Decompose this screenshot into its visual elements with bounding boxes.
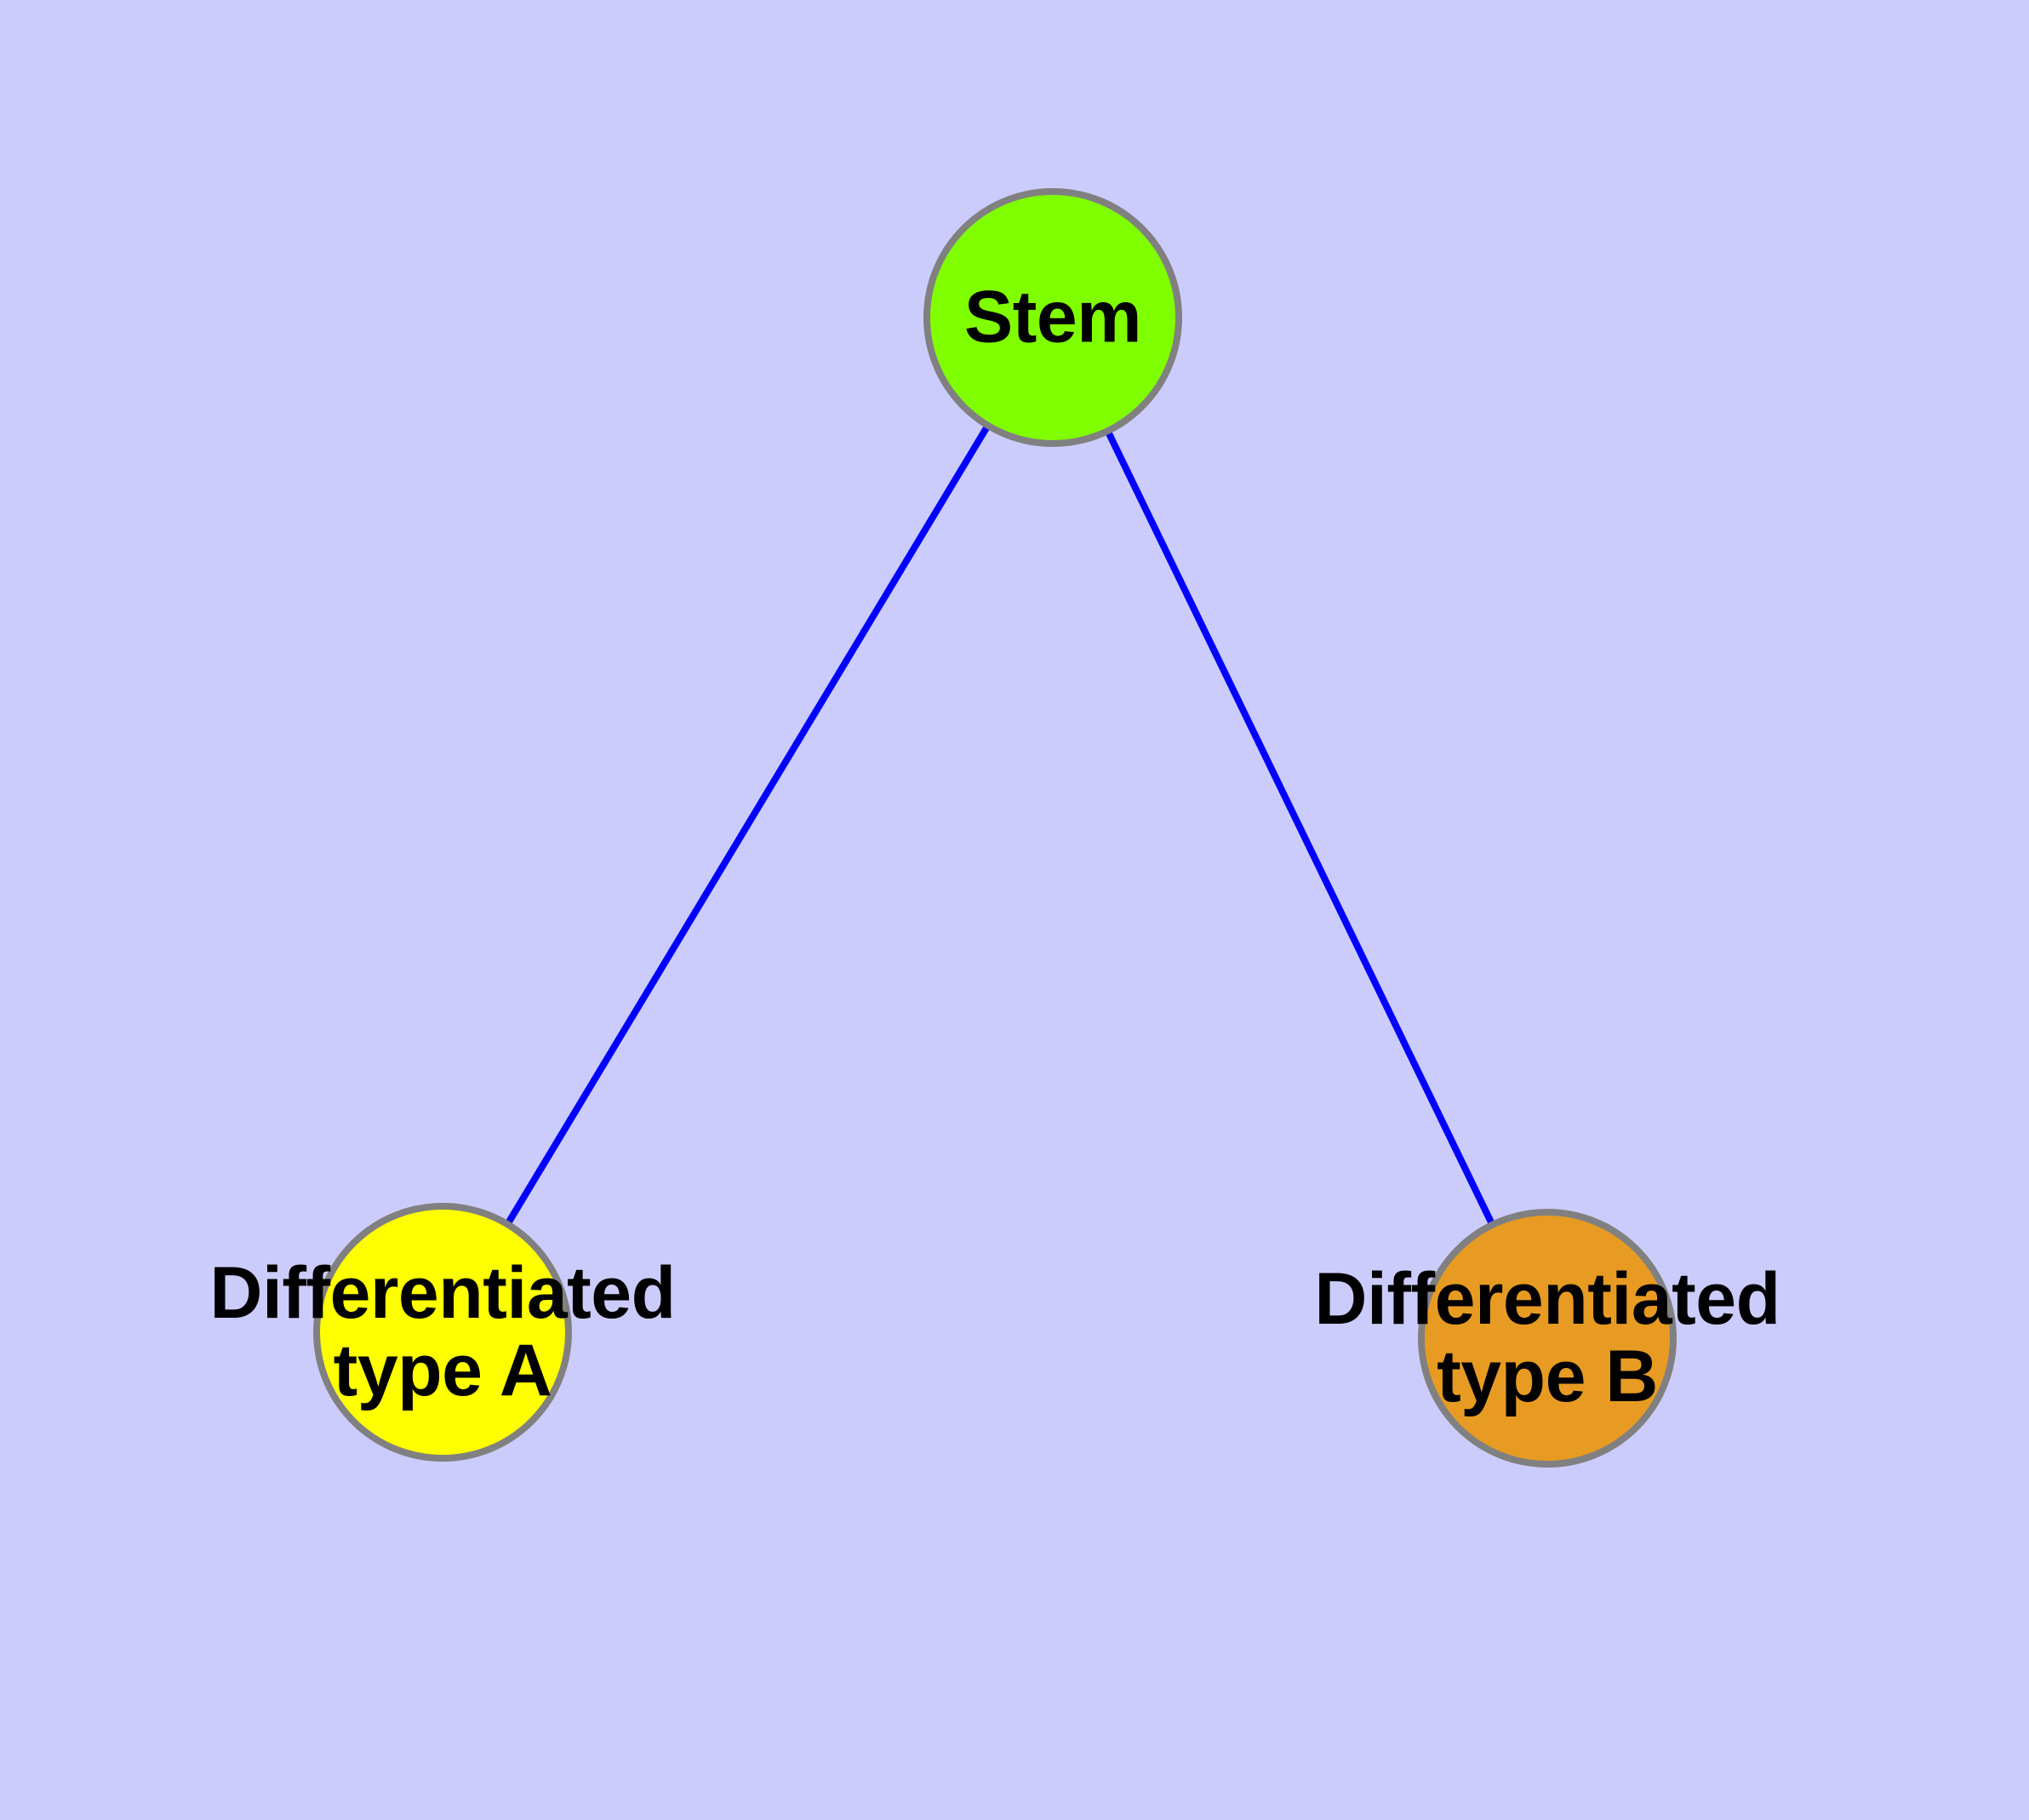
edge-stem-to-b xyxy=(1105,431,1495,1225)
node-circle-diff-b[interactable] xyxy=(1418,1209,1677,1468)
nodes-layer xyxy=(313,188,1677,1468)
edge-stem-to-a xyxy=(505,425,991,1225)
node-circle-stem[interactable] xyxy=(923,188,1182,447)
node-circle-diff-a[interactable] xyxy=(313,1203,572,1462)
edges-layer xyxy=(505,425,1495,1225)
